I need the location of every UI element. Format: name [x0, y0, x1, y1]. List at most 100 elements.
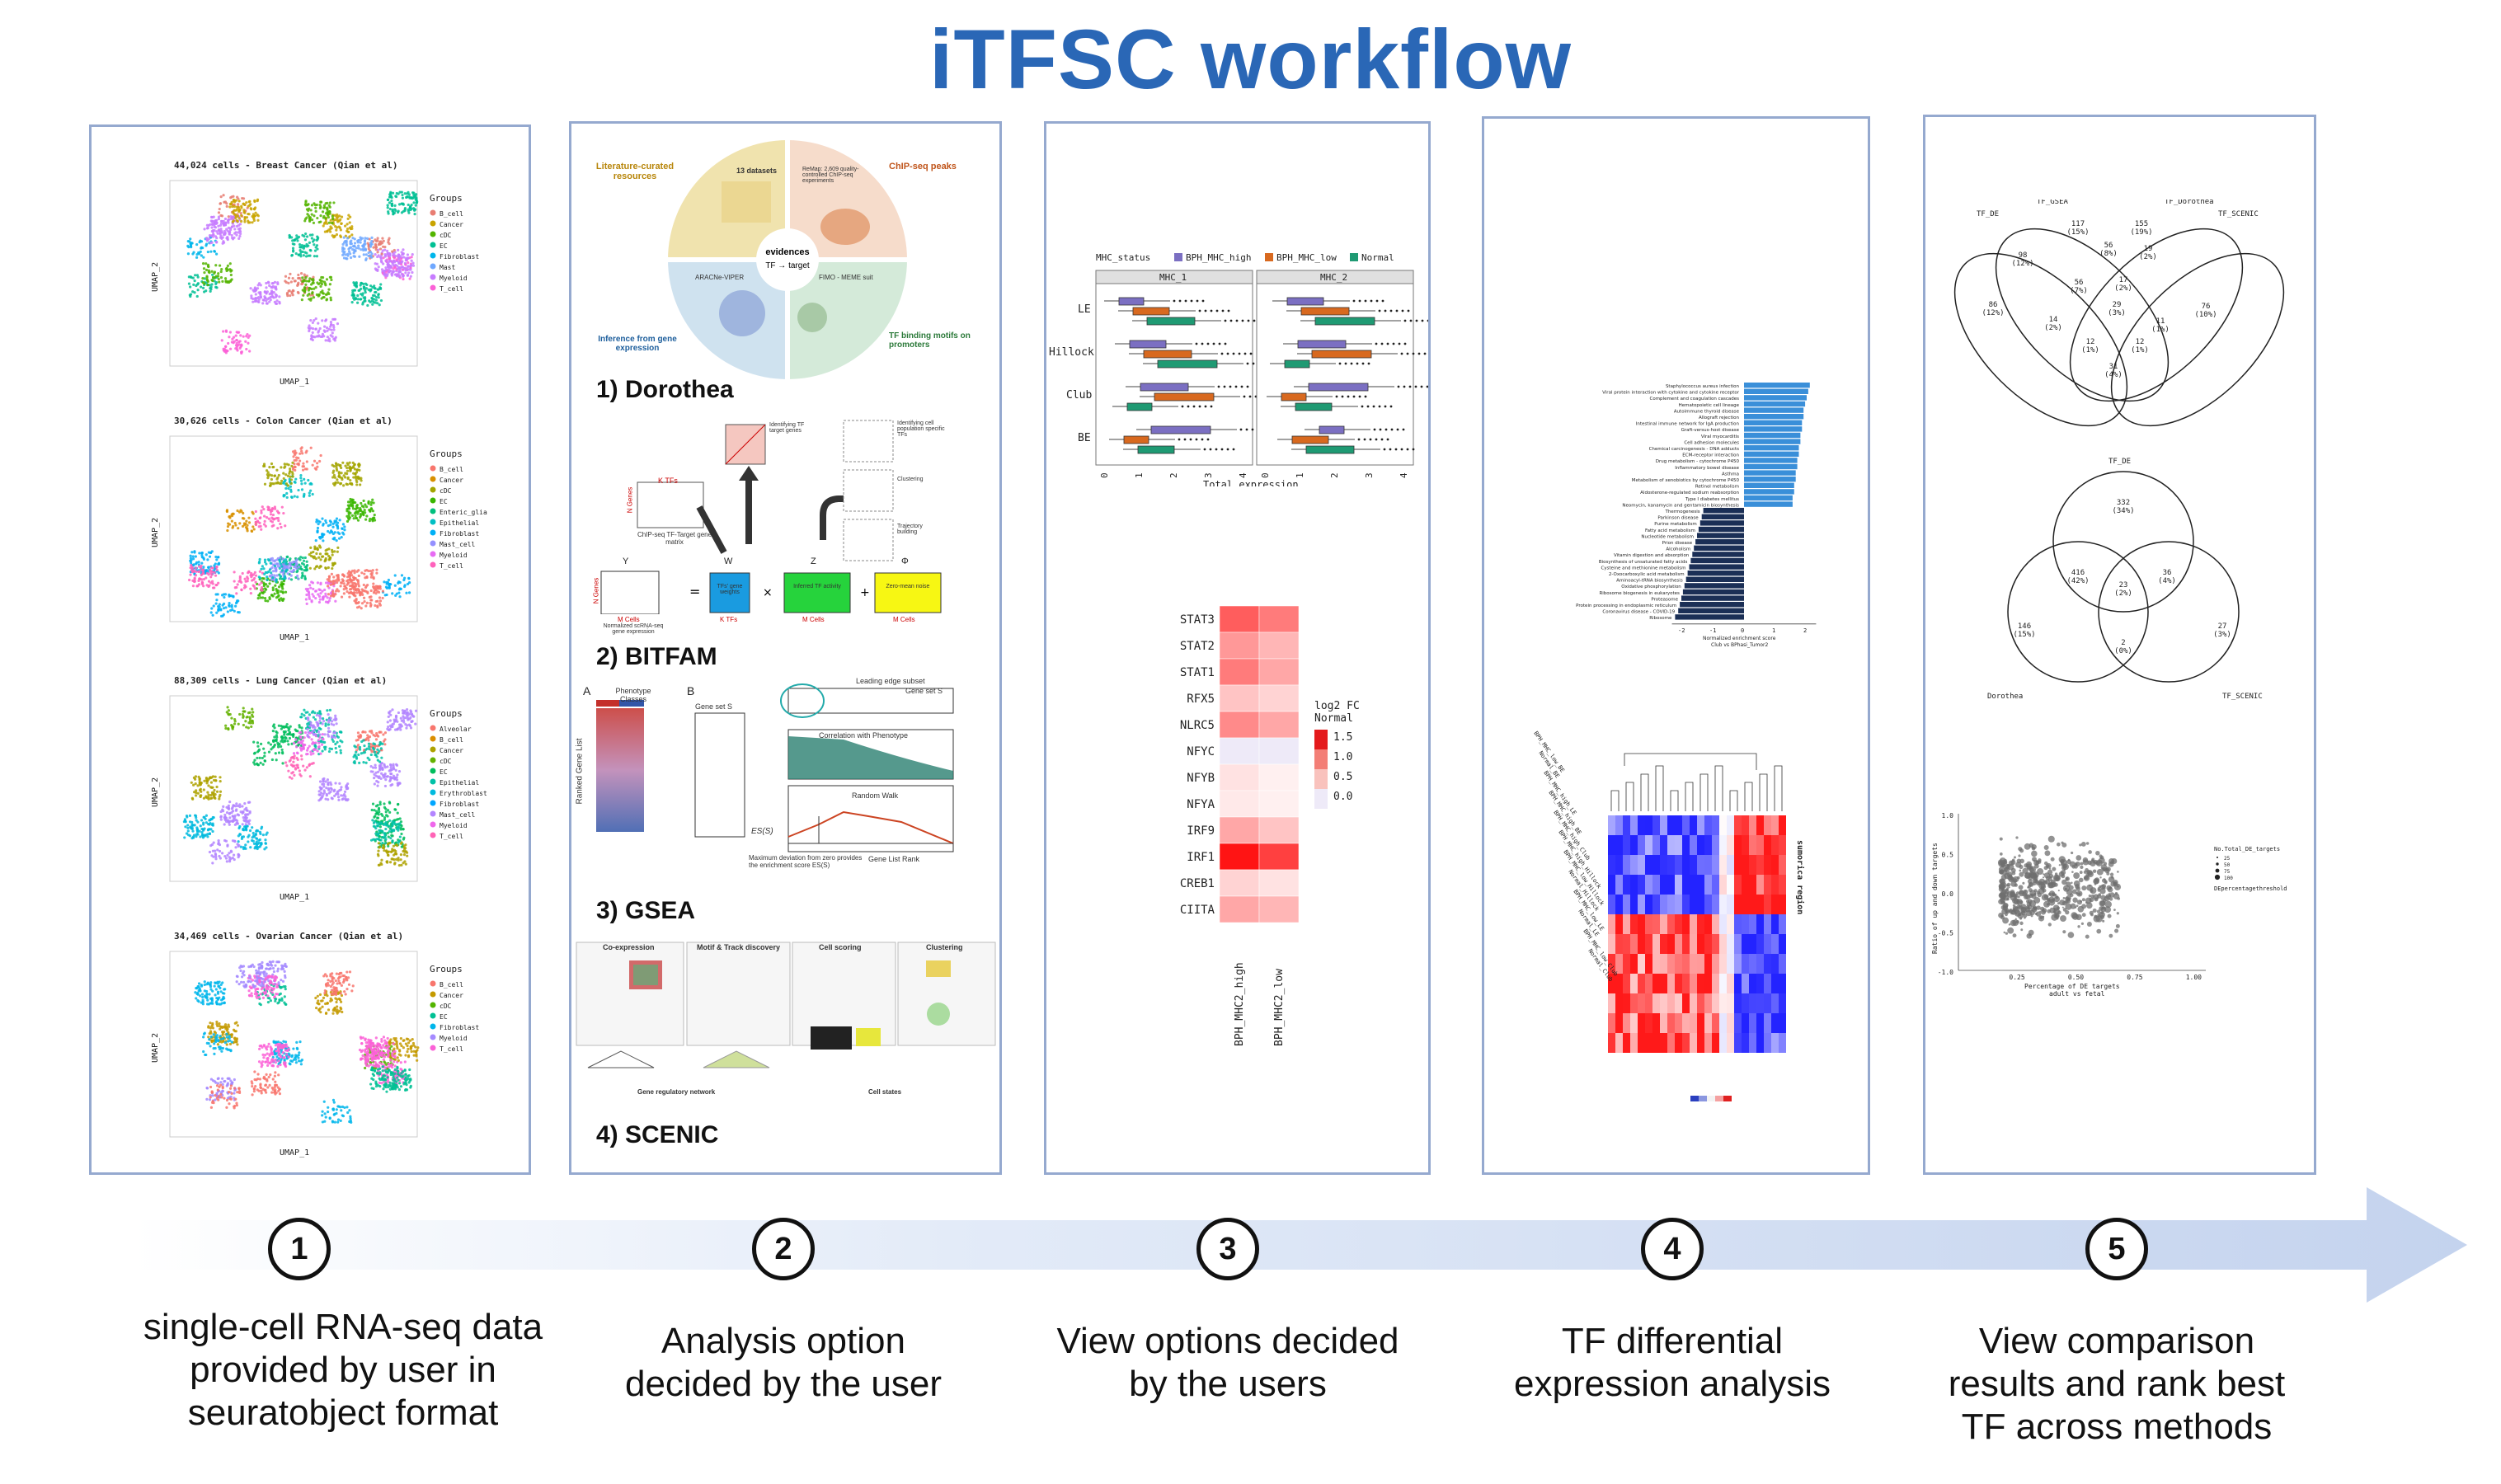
umap-cell: [341, 461, 345, 464]
umap-cell: [283, 739, 286, 742]
umap-cell: [324, 556, 327, 561]
umap-cell: [375, 734, 379, 737]
umap-cell: [213, 250, 217, 253]
umap-cell: [220, 339, 223, 342]
umap-cell: [208, 832, 211, 835]
umap-cell: [394, 1036, 397, 1040]
umap-cell: [227, 1077, 230, 1080]
umap-cell: [347, 247, 350, 251]
umap-cell: [260, 585, 264, 589]
umap-cell: [337, 579, 341, 582]
umap-cell: [244, 823, 247, 826]
umap-cell: [352, 251, 355, 255]
umap-cell: [378, 845, 382, 848]
umap-title: 44,024 cells - Breast Cancer (Qian et al…: [174, 160, 398, 171]
umap-cell: [387, 578, 390, 582]
umap-cell: [193, 580, 196, 584]
umap-cell: [314, 996, 317, 1000]
umap-cell: [303, 245, 306, 248]
umap-cell: [349, 256, 353, 260]
umap-cell: [388, 801, 391, 804]
umap-cell: [341, 798, 344, 801]
umap-cell: [222, 805, 225, 808]
umap-cell: [403, 1060, 407, 1064]
umap-cell: [280, 505, 284, 509]
umap-cell: [280, 748, 284, 752]
umap-cell: [202, 256, 205, 259]
umap-cell: [201, 277, 204, 280]
umap-cell: [229, 608, 233, 612]
umap-legend-swatch: [430, 561, 436, 568]
umap-legend-swatch: [430, 476, 436, 482]
umap-cell: [228, 262, 232, 265]
umap-cell: [270, 991, 274, 994]
umap-cell: [336, 575, 340, 578]
umap-cell: [199, 835, 202, 838]
umap-cell: [233, 814, 237, 817]
umap-cell: [277, 745, 280, 749]
umap-legend-item: Fibroblast: [440, 801, 479, 808]
umap-xlabel: UMAP_1: [280, 378, 309, 387]
umap-cell: [277, 473, 280, 477]
umap-cell: [209, 844, 213, 848]
umap-cell: [267, 517, 270, 520]
umap-cell: [364, 282, 368, 285]
umap-cell: [369, 729, 374, 733]
umap-cell: [272, 570, 275, 573]
umap-cell: [194, 777, 197, 781]
umap-cell: [358, 1048, 362, 1052]
umap-cell: [267, 967, 270, 971]
umap-cell: [357, 247, 360, 250]
umap-cell: [314, 539, 317, 542]
umap-cell: [407, 271, 411, 275]
umap-cell: [302, 764, 305, 768]
umap-cell: [288, 776, 292, 779]
umap-cell: [326, 778, 330, 782]
umap-cell: [378, 603, 382, 607]
umap-cell: [233, 1078, 236, 1082]
umap-cell: [224, 222, 228, 225]
umap-cell: [304, 232, 308, 236]
umap-cell: [299, 736, 303, 740]
umap-cell: [379, 747, 383, 750]
umap-cell: [382, 846, 385, 849]
umap-cell: [391, 725, 394, 729]
umap-cell: [376, 784, 379, 787]
umap-cell: [324, 722, 327, 726]
umap-cell: [334, 593, 337, 596]
umap-cell: [321, 589, 324, 593]
umap-cell: [199, 250, 202, 253]
umap-cell: [243, 846, 247, 849]
umap-cell: [351, 237, 355, 240]
umap-cell: [296, 577, 300, 580]
umap-cell: [368, 735, 372, 739]
umap-cell: [231, 819, 234, 823]
umap-cell: [317, 741, 321, 744]
umap-cell: [367, 254, 370, 258]
umap-cell: [378, 730, 382, 734]
umap-cell: [352, 761, 355, 764]
umap-cell: [373, 742, 376, 746]
umap-cell: [230, 605, 233, 608]
umap-cell: [399, 723, 402, 726]
umap-cell: [208, 237, 211, 240]
umap-cell: [365, 237, 369, 240]
umap-cell: [270, 477, 273, 481]
umap-cell: [329, 716, 332, 720]
umap-cell: [214, 602, 218, 605]
umap-cell: [252, 761, 256, 764]
umap-cell: [364, 1048, 367, 1051]
umap-cell: [226, 524, 230, 528]
umap-cell: [246, 715, 249, 719]
umap-cell: [276, 589, 280, 593]
umap-cell: [217, 609, 220, 613]
umap-cell: [247, 516, 251, 519]
umap-legend-item: Myeloid: [440, 822, 468, 829]
umap-cell: [274, 584, 277, 587]
umap-cell: [321, 782, 324, 786]
umap-title: 34,469 cells - Ovarian Cancer (Qian et a…: [174, 931, 403, 942]
umap-cell: [402, 846, 406, 850]
umap-cell: [293, 242, 296, 246]
umap-cell: [308, 763, 311, 767]
umap-cell: [296, 766, 299, 769]
